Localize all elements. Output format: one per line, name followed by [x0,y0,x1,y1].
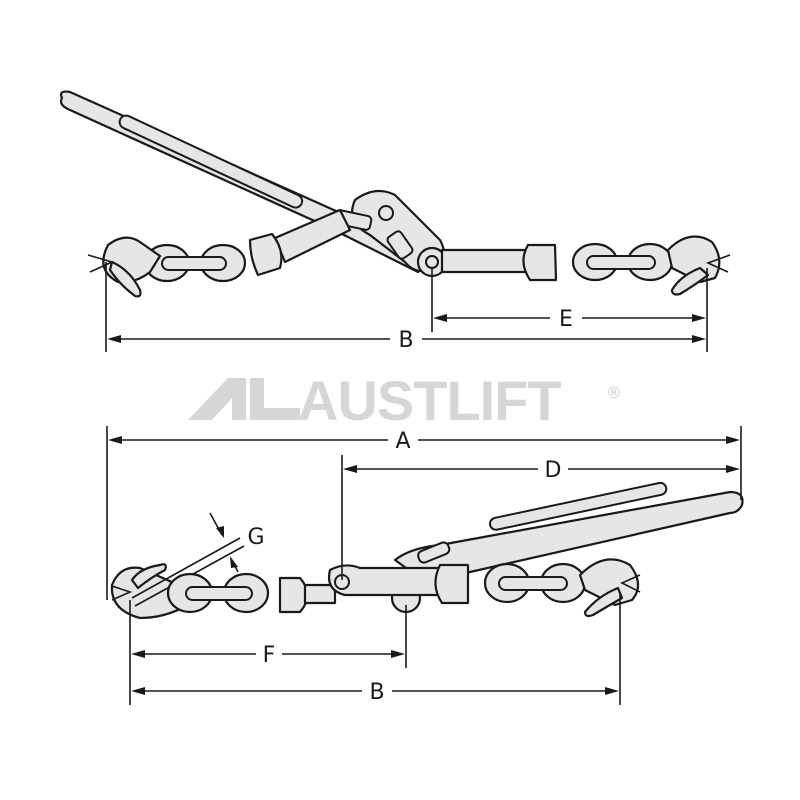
logo-mark-icon [188,378,246,420]
top-binder-view [59,90,731,298]
top-left-hook [87,236,162,298]
bottom-left-barrel [278,576,309,614]
bottom-left-hook [110,563,192,620]
logo-registered-mark: ® [606,383,622,402]
top-right-chain [571,242,674,282]
dim-label-g: G [247,525,264,550]
dim-label-f: F [263,643,276,668]
top-right-arm [440,248,534,274]
bottom-binder-view: G [110,481,744,620]
top-pivot-pin [425,255,439,269]
bottom-left-chain [166,572,270,614]
bottom-right-chain [483,562,587,604]
bottom-left-arm [303,583,337,605]
dim-label-b-top: B [398,328,413,353]
bottom-right-barrel [434,563,470,605]
dim-label-a: A [395,429,410,454]
dim-label-e: E [559,307,573,332]
top-lever-body [333,189,446,273]
logo-wordmark: AUSTLIFT [298,369,561,432]
top-right-hook [666,235,731,296]
bottom-dimensions: A D F B [106,426,742,705]
dim-label-b-bottom: B [369,680,384,705]
top-left-chain [143,243,247,283]
top-left-barrel [248,232,283,277]
top-right-barrel [522,243,558,282]
top-dimensions: E B [105,262,708,353]
bottom-right-hook [578,558,641,618]
austlift-logo: AUSTLIFT ® [188,369,622,432]
dim-label-d: D [545,458,562,483]
